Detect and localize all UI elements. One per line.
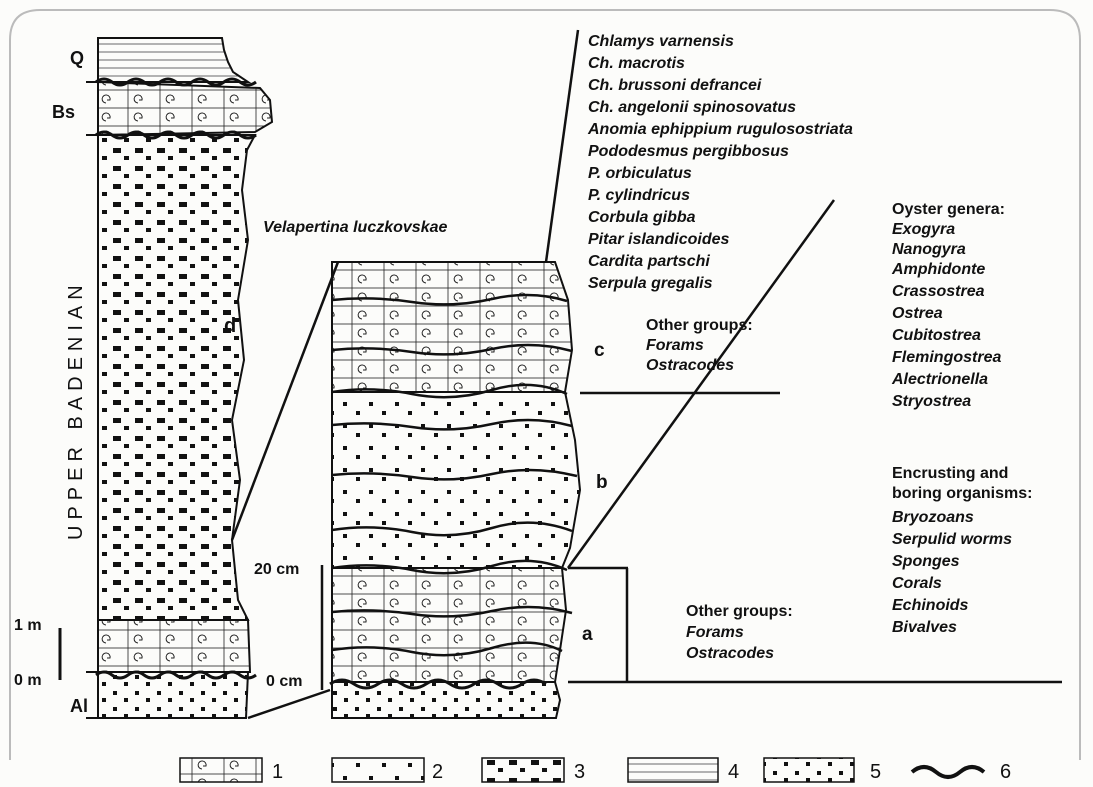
bed-label-b: b bbox=[596, 472, 608, 493]
other-groups-item: Ostracodes bbox=[646, 357, 734, 374]
encrusting-heading-line: boring organisms: bbox=[892, 485, 1032, 502]
legend-swatch-dotted-limestone bbox=[332, 758, 424, 782]
unit-label-q: Q bbox=[70, 48, 84, 68]
species-item: Cardita partschi bbox=[588, 253, 710, 270]
species-item: Chlamys varnensis bbox=[588, 33, 734, 50]
legend-swatch-sand bbox=[764, 758, 854, 782]
zoom-line-top bbox=[232, 262, 338, 540]
encrusting-item: Serpulid worms bbox=[892, 531, 1012, 548]
species-item: Anomia ephippium rugulosostriata bbox=[587, 121, 853, 138]
legend-label: 3 bbox=[574, 761, 585, 783]
encrusting-item: Echinoids bbox=[892, 597, 969, 614]
oyster-heading: Oyster genera: bbox=[892, 201, 1005, 218]
other-groups-heading: Other groups: bbox=[686, 603, 793, 620]
oyster-item: Cubitostrea bbox=[892, 327, 981, 344]
other-groups-item: Ostracodes bbox=[686, 645, 774, 662]
legend-label: 5 bbox=[870, 761, 881, 783]
stage-label: UPPER BADENIAN bbox=[65, 279, 87, 540]
encrusting-heading-line: Encrusting and bbox=[892, 465, 1008, 482]
oyster-item: Nanogyra bbox=[892, 241, 966, 258]
unit-label-d: d bbox=[224, 315, 236, 337]
species-item: P. cylindricus bbox=[588, 187, 690, 204]
legend-swatch-unconformity bbox=[912, 767, 984, 777]
species-item: Ch. macrotis bbox=[588, 55, 685, 72]
scale-label-20cm: 20 cm bbox=[254, 561, 299, 578]
species-item: Serpula gregalis bbox=[588, 275, 713, 292]
scale-label-0m: 0 m bbox=[14, 672, 42, 689]
layer-lower-shell bbox=[98, 620, 250, 672]
encrusting-item: Corals bbox=[892, 575, 942, 592]
encrusting-item: Bryozoans bbox=[892, 509, 974, 526]
species-list: Chlamys varnensis Ch. macrotis Ch. bruss… bbox=[587, 33, 853, 292]
oyster-genera: Oyster genera: Exogyra Nanogyra Amphidon… bbox=[891, 201, 1005, 410]
layer-d bbox=[98, 135, 255, 620]
bed-label-a: a bbox=[582, 624, 593, 645]
velapertina-label: Velapertina luczkovskae bbox=[263, 219, 447, 236]
encrusting-item: Sponges bbox=[892, 553, 960, 570]
oyster-item: Flemingostrea bbox=[892, 349, 1001, 366]
other-groups-a: Other groups: Forams Ostracodes bbox=[686, 603, 793, 662]
legend-swatch-shell-limestone bbox=[180, 758, 262, 782]
scale-label-0cm: 0 cm bbox=[266, 673, 302, 690]
legend-swatch-clay bbox=[482, 758, 564, 782]
other-groups-item: Forams bbox=[686, 624, 744, 641]
bed-a bbox=[332, 568, 566, 682]
species-item: P. orbiculatus bbox=[588, 165, 692, 182]
layer-q bbox=[98, 38, 248, 82]
unit-label-al: Al bbox=[70, 696, 88, 716]
encrusting-item: Bivalves bbox=[892, 619, 957, 636]
other-groups-heading: Other groups: bbox=[646, 317, 753, 334]
zoom-line-bottom bbox=[248, 690, 330, 718]
legend: 1 2 3 4 5 6 bbox=[180, 758, 1011, 783]
oyster-item: Crassostrea bbox=[892, 283, 985, 300]
oyster-item: Exogyra bbox=[892, 221, 955, 238]
stratigraphic-column bbox=[60, 38, 338, 718]
scale-label-1m: 1 m bbox=[14, 617, 42, 634]
oyster-item: Alectrionella bbox=[891, 371, 988, 388]
bed-label-c: c bbox=[594, 340, 605, 361]
oyster-item: Amphidonte bbox=[891, 261, 985, 278]
encrusting-organisms: Encrusting and boring organisms: Bryozoa… bbox=[892, 465, 1032, 636]
oyster-item: Stryostrea bbox=[892, 393, 971, 410]
legend-swatch-horizontal-lines bbox=[628, 758, 718, 782]
bed-c bbox=[332, 262, 572, 392]
legend-label: 1 bbox=[272, 761, 283, 783]
species-item: Corbula gibba bbox=[588, 209, 696, 226]
oyster-item: Ostrea bbox=[892, 305, 943, 322]
legend-label: 6 bbox=[1000, 761, 1011, 783]
legend-label: 2 bbox=[432, 761, 443, 783]
species-item: Pododesmus pergibbosus bbox=[588, 143, 789, 160]
legend-label: 4 bbox=[728, 761, 739, 783]
species-item: Ch. brussoni defrancei bbox=[588, 77, 762, 94]
other-groups-item: Forams bbox=[646, 337, 704, 354]
layer-bs bbox=[98, 82, 272, 135]
pointer-species bbox=[546, 30, 578, 262]
species-item: Ch. angelonii spinosovatus bbox=[588, 99, 796, 116]
species-item: Pitar islandicoides bbox=[588, 231, 729, 248]
other-groups-c: Other groups: Forams Ostracodes bbox=[646, 317, 753, 374]
unit-label-bs: Bs bbox=[52, 102, 75, 122]
